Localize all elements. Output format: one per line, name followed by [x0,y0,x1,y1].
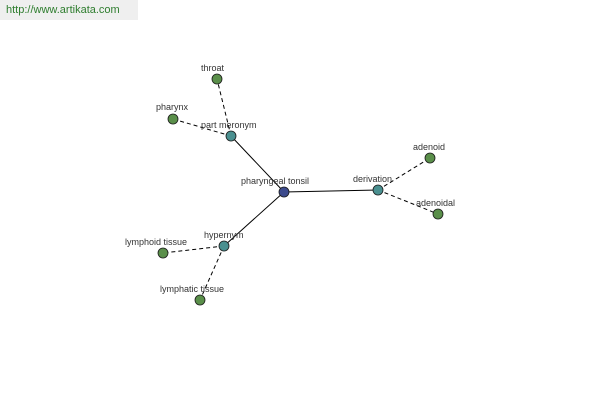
edge-center-hypernym [223,191,285,247]
label-leaf-adenoidal[interactable]: adenoidal [416,198,455,208]
edge-derivation-adenoid [377,157,431,191]
label-leaf-throat[interactable]: throat [201,63,225,73]
node-leaf-throat[interactable] [211,73,223,85]
node-leaf-pharynx[interactable] [167,113,179,125]
edge-center-part_meronym [230,135,285,193]
node-relation-part_meronym[interactable] [225,130,237,142]
label-leaf-lymphatic_tissue[interactable]: lymphatic tissue [160,284,224,294]
node-leaf-lymphatic_tissue[interactable] [194,294,206,306]
graph-nodes [157,73,444,306]
label-leaf-pharynx[interactable]: pharynx [156,102,189,112]
graph-labels: pharyngeal tonsil part meronym throat phary… [125,63,455,294]
label-relation-part_meronym[interactable]: part meronym [201,120,257,130]
node-leaf-lymphoid_tissue[interactable] [157,247,169,259]
label-leaf-lymphoid_tissue[interactable]: lymphoid tissue [125,237,187,247]
label-relation-hypernym[interactable]: hypernym [204,230,244,240]
edge-hypernym-lymphoid_tissue [162,245,225,254]
node-leaf-adenoid[interactable] [424,152,436,164]
node-center[interactable] [278,186,290,198]
edge-hypernym-lymphatic_tissue [199,245,225,301]
edge-part_meronym-pharynx [172,118,232,137]
label-relation-derivation[interactable]: derivation [353,174,392,184]
graph-edges [162,78,439,301]
node-leaf-adenoidal[interactable] [432,208,444,220]
label-center[interactable]: pharyngeal tonsil [241,176,309,186]
node-relation-derivation[interactable] [372,184,384,196]
source-link[interactable]: http://www.artikata.com [0,0,138,20]
label-leaf-adenoid[interactable]: adenoid [413,142,445,152]
edge-center-derivation [283,189,379,193]
node-relation-hypernym[interactable] [218,240,230,252]
edge-derivation-adenoidal [377,189,439,215]
edge-part_meronym-throat [216,78,232,137]
